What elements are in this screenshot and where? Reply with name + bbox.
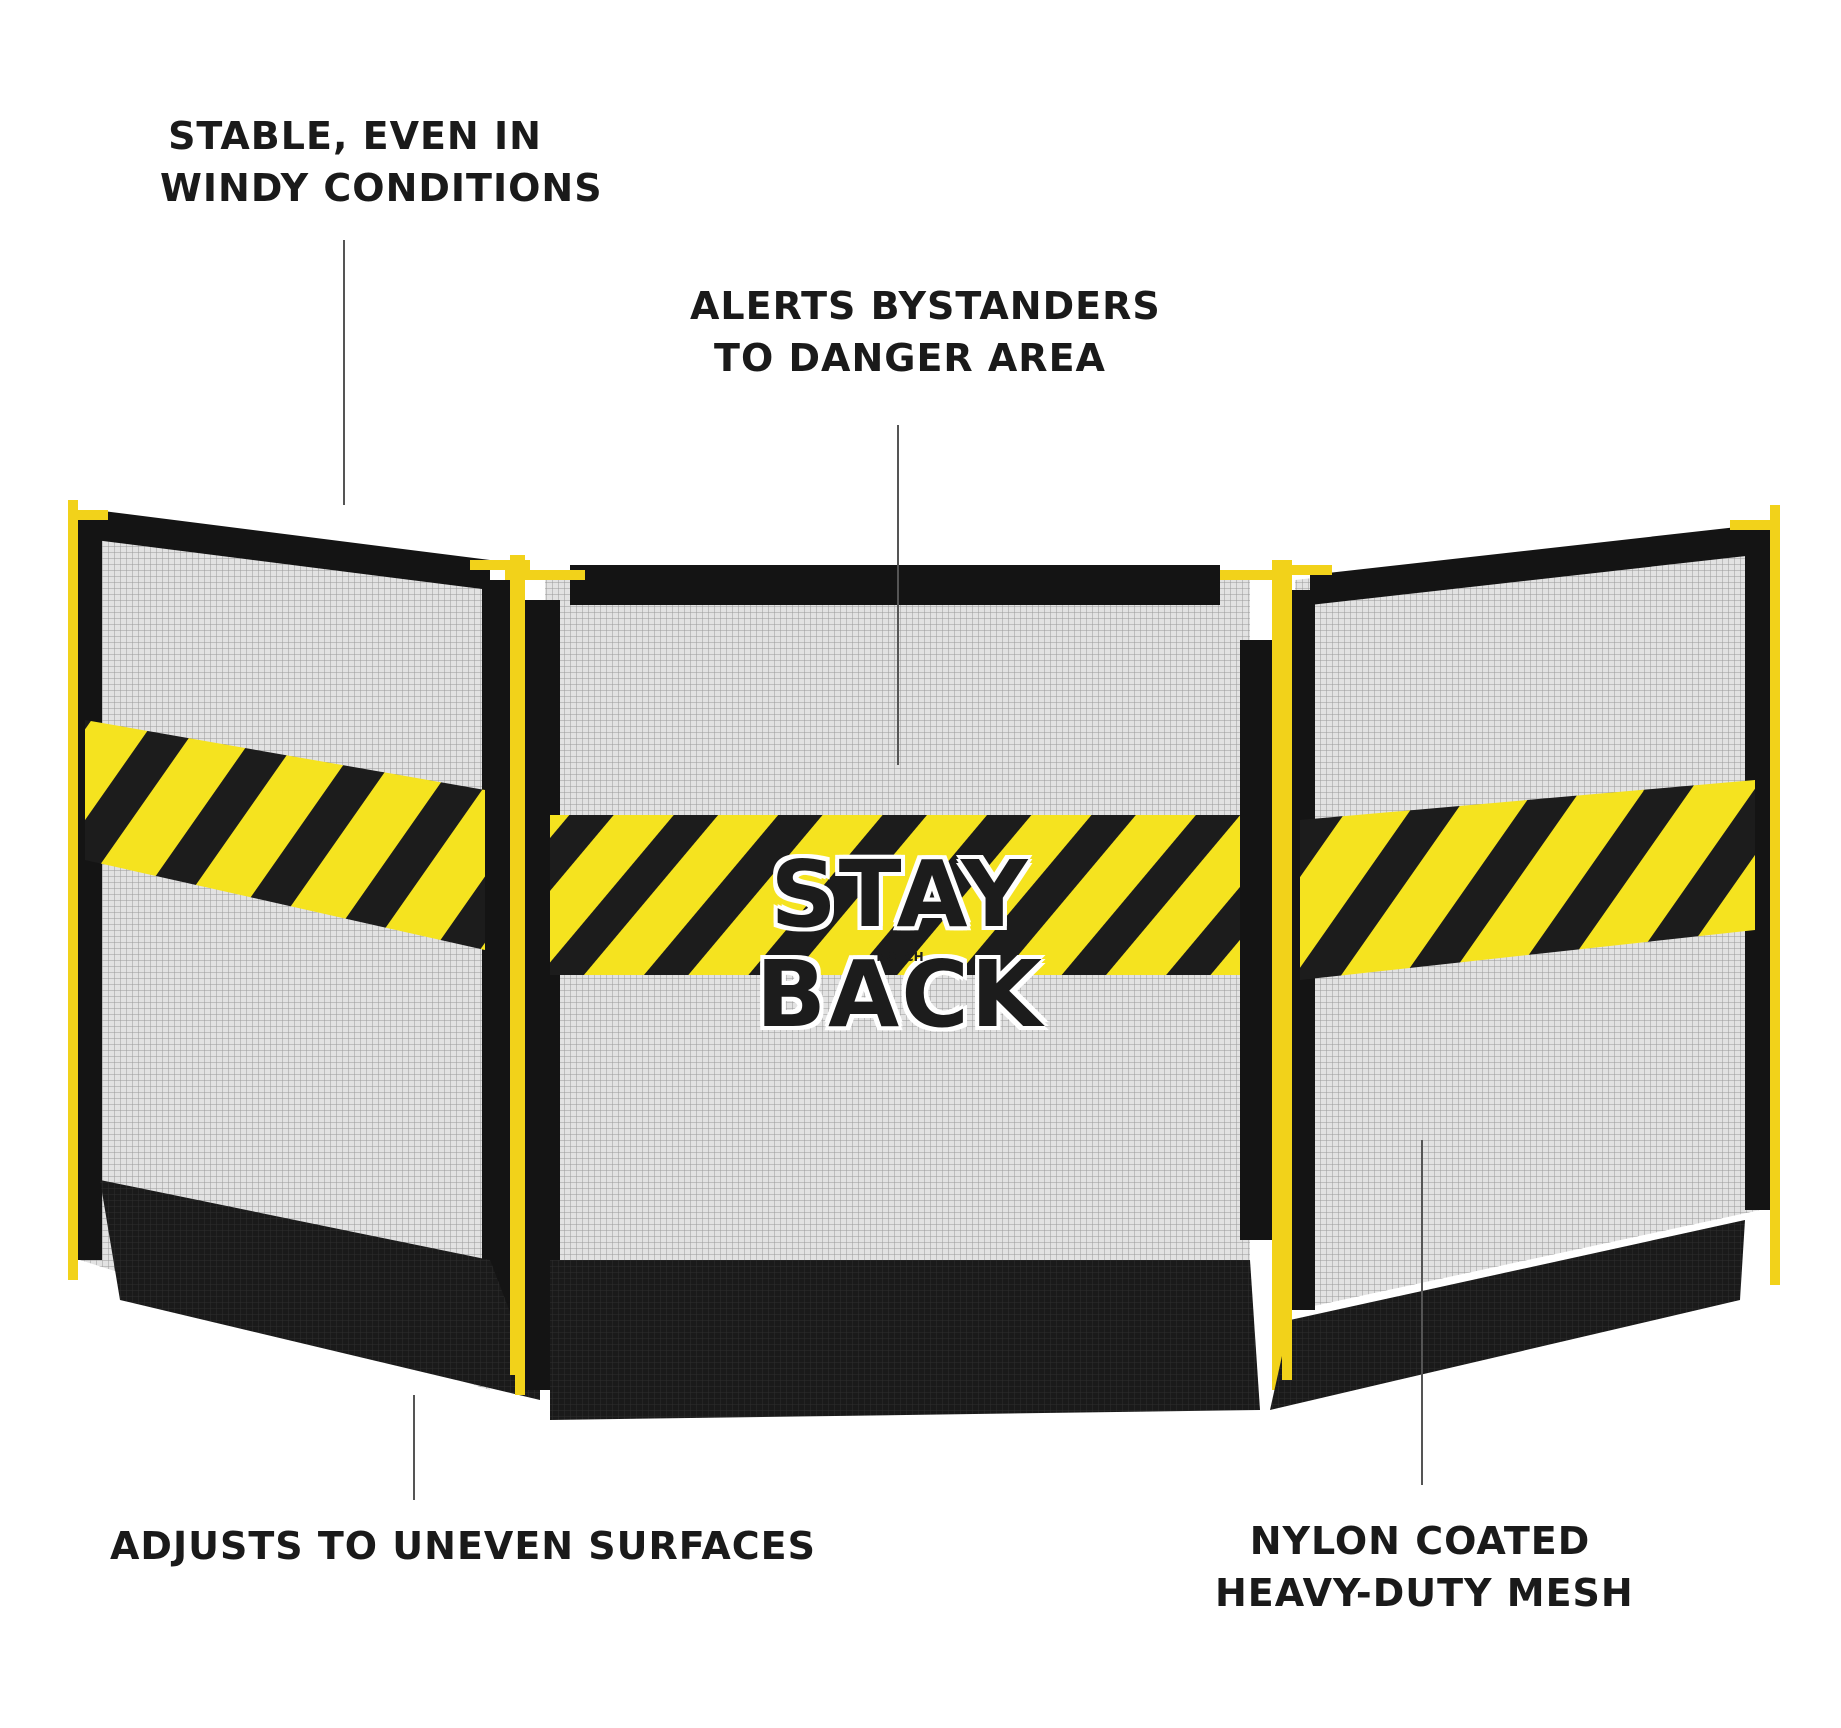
leader-adjusts [413, 1395, 415, 1500]
center-panel [505, 555, 1290, 1420]
callout-stable: STABLE, EVEN IN WINDY CONDITIONS [160, 110, 603, 214]
callout-nylon-line1: NYLON COATED [1249, 1519, 1591, 1563]
callout-alerts-line2: TO DANGER AREA [714, 336, 1106, 380]
callout-alerts-line1: ALERTS BYSTANDERS [690, 284, 1161, 328]
callout-nylon: NYLON COATED HEAVY-DUTY MESH [1215, 1515, 1634, 1619]
callout-adjusts: ADJUSTS TO UNEVEN SURFACES [110, 1520, 817, 1572]
leader-alerts [897, 425, 899, 765]
left-panel [68, 500, 540, 1400]
callout-adjusts-line1: ADJUSTS TO UNEVEN SURFACES [110, 1524, 817, 1568]
right-panel [1270, 505, 1780, 1410]
leader-nylon [1421, 1140, 1423, 1485]
stay-back-banner-text: STAY BACK [755, 841, 1045, 1048]
callout-alerts: ALERTS BYSTANDERS TO DANGER AREA [690, 280, 1161, 384]
leader-stable [343, 240, 345, 505]
callout-nylon-line2: HEAVY-DUTY MESH [1215, 1571, 1634, 1615]
brand-logo-text: NOTCH [876, 950, 924, 964]
callout-stable-line2: WINDY CONDITIONS [160, 166, 603, 210]
callout-stable-line1: STABLE, EVEN IN [168, 114, 542, 158]
